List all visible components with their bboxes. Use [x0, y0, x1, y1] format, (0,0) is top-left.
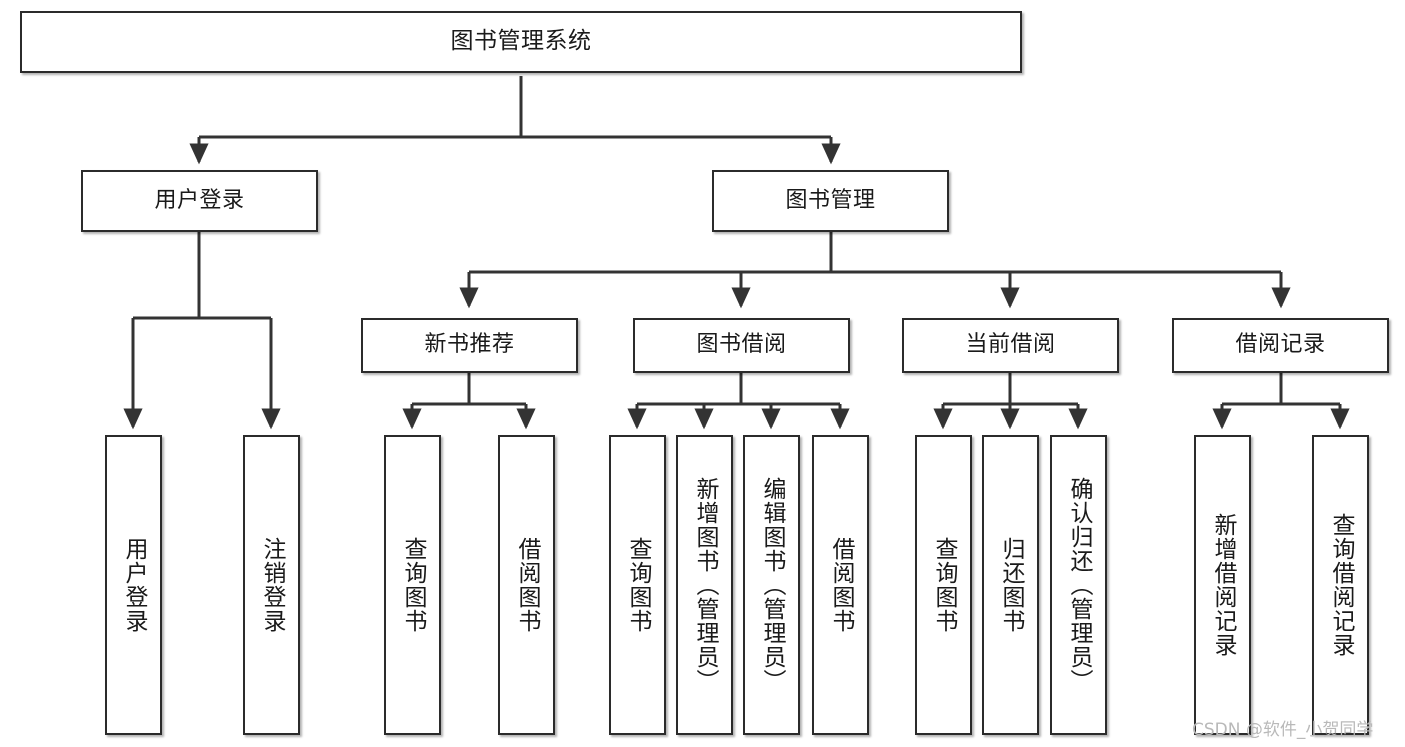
leaf-confirm-return-admin[interactable]: 确认归还（管理员） [1050, 435, 1107, 735]
node-label: 归还图书 [998, 537, 1024, 633]
node-label: 查询借阅记录 [1328, 513, 1354, 657]
node-label: 新增借阅记录 [1210, 513, 1236, 657]
node-label: 查询图书 [931, 537, 957, 633]
node-label: 新书推荐 [424, 332, 515, 358]
leaf-borrow-book[interactable]: 借阅图书 [812, 435, 869, 735]
leaf-user-logout[interactable]: 注销登录 [243, 435, 300, 735]
node-label: 查询图书 [400, 537, 426, 633]
node-user-login[interactable]: 用户登录 [81, 170, 318, 232]
node-borrow-record[interactable]: 借阅记录 [1172, 318, 1389, 373]
leaf-query-book-recommend[interactable]: 查询图书 [384, 435, 441, 735]
node-label: 用户登录 [121, 537, 147, 633]
node-label: 图书管理系统 [450, 28, 592, 55]
leaf-return-book[interactable]: 归还图书 [982, 435, 1039, 735]
node-label: 借阅记录 [1235, 332, 1326, 358]
node-label: 借阅图书 [514, 537, 540, 633]
node-label: 图书借阅 [696, 332, 787, 358]
leaf-query-book-current[interactable]: 查询图书 [915, 435, 972, 735]
csdn-watermark: CSDN @软件_小贺同学 [1192, 720, 1374, 740]
leaf-user-login[interactable]: 用户登录 [105, 435, 162, 735]
node-current-borrow[interactable]: 当前借阅 [902, 318, 1119, 373]
node-label: 查询图书 [625, 537, 651, 633]
leaf-borrow-book-recommend[interactable]: 借阅图书 [498, 435, 555, 735]
leaf-edit-book-admin[interactable]: 编辑图书（管理员） [743, 435, 800, 735]
node-label: 当前借阅 [965, 332, 1056, 358]
node-book-management[interactable]: 图书管理 [712, 170, 949, 232]
leaf-query-book-borrow[interactable]: 查询图书 [609, 435, 666, 735]
node-label: 新增图书（管理员） [692, 477, 718, 693]
node-label: 图书管理 [785, 187, 876, 213]
node-label: 用户登录 [154, 187, 245, 213]
leaf-add-borrow-record[interactable]: 新增借阅记录 [1194, 435, 1251, 735]
leaf-add-book-admin[interactable]: 新增图书（管理员） [676, 435, 733, 735]
node-root-book-management-system[interactable]: 图书管理系统 [20, 11, 1022, 73]
node-label: 注销登录 [259, 537, 285, 633]
node-new-book-recommend[interactable]: 新书推荐 [361, 318, 578, 373]
node-label: 确认归还（管理员） [1066, 477, 1092, 693]
node-book-borrow[interactable]: 图书借阅 [633, 318, 850, 373]
node-label: 借阅图书 [828, 537, 854, 633]
leaf-query-borrow-record[interactable]: 查询借阅记录 [1312, 435, 1369, 735]
node-label: 编辑图书（管理员） [759, 477, 785, 693]
